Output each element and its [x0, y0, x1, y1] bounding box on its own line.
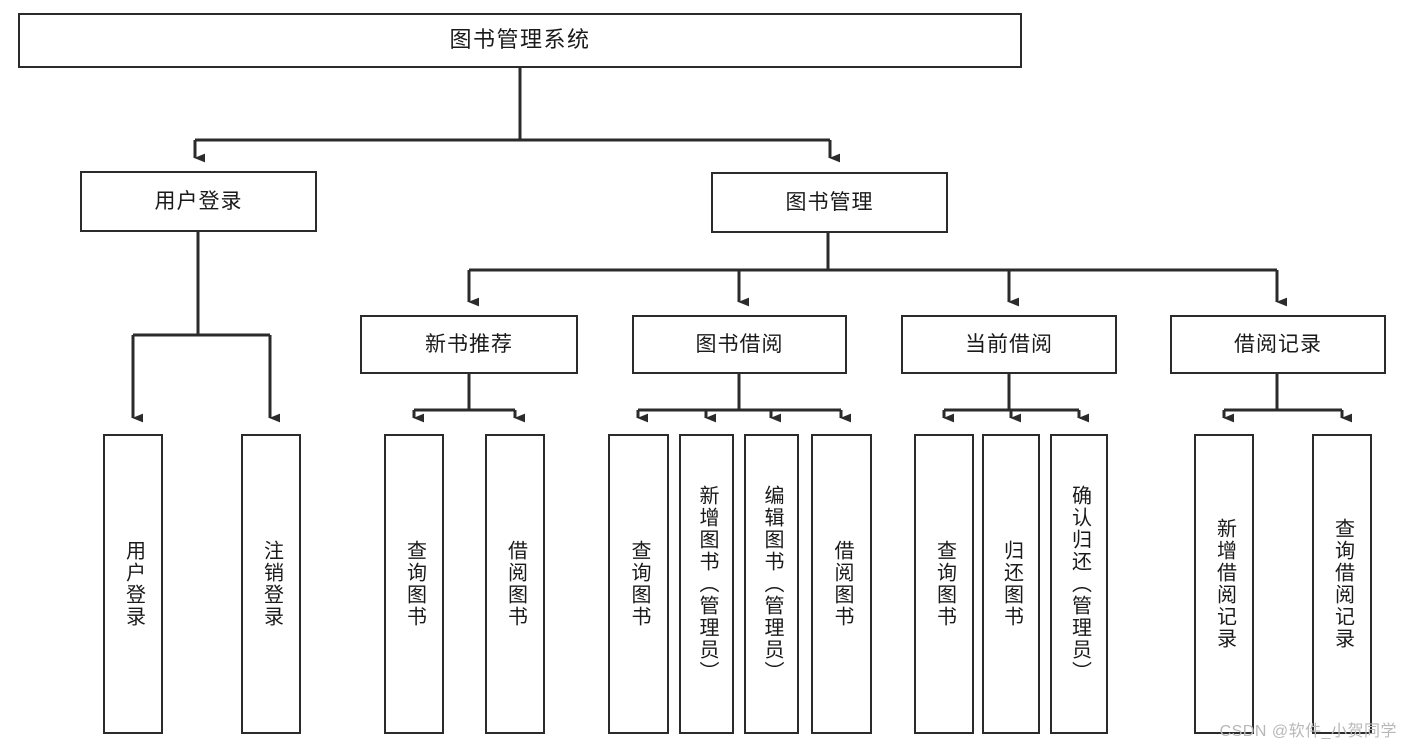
leaf-label: 编辑图书（管理员） — [761, 485, 783, 683]
node-new-book-recommend[interactable]: 新书推荐 — [360, 315, 578, 374]
leaf-query-book-borrow[interactable]: 查询图书 — [608, 434, 669, 734]
leaf-label: 注销登录 — [260, 540, 283, 628]
leaf-edit-book-admin[interactable]: 编辑图书（管理员） — [744, 434, 799, 734]
leaf-label: 借阅图书 — [831, 540, 853, 628]
node-label: 图书借阅 — [695, 332, 784, 356]
leaf-label: 归还图书 — [1000, 540, 1023, 628]
node-label: 图书管理系统 — [449, 27, 591, 53]
leaf-label: 新增借阅记录 — [1213, 518, 1236, 650]
node-borrow-records[interactable]: 借阅记录 — [1170, 315, 1386, 374]
leaf-label: 新增图书（管理员） — [696, 485, 718, 683]
node-user-login[interactable]: 用户登录 — [80, 171, 317, 232]
node-label: 用户登录 — [154, 189, 243, 213]
leaf-label: 确认归还（管理员） — [1068, 485, 1091, 683]
leaf-add-borrow-record[interactable]: 新增借阅记录 — [1194, 434, 1254, 734]
leaf-user-login[interactable]: 用户登录 — [103, 434, 163, 734]
leaf-logout[interactable]: 注销登录 — [241, 434, 301, 734]
leaf-label: 借阅图书 — [504, 540, 527, 628]
node-root-book-management-system[interactable]: 图书管理系统 — [18, 13, 1022, 68]
leaf-add-book-admin[interactable]: 新增图书（管理员） — [679, 434, 734, 734]
node-book-borrow[interactable]: 图书借阅 — [632, 315, 847, 374]
leaf-borrow-book-recommend[interactable]: 借阅图书 — [485, 434, 545, 734]
leaf-label: 查询图书 — [403, 540, 426, 628]
node-label: 新书推荐 — [425, 332, 513, 356]
node-label: 当前借阅 — [965, 332, 1053, 356]
leaf-label: 用户登录 — [122, 540, 145, 628]
leaf-label: 查询图书 — [933, 540, 956, 628]
leaf-label: 查询图书 — [628, 540, 650, 628]
leaf-query-book-current[interactable]: 查询图书 — [914, 434, 974, 734]
csdn-watermark: CSDN @软件_小贺同学 — [1219, 723, 1397, 740]
leaf-label: 查询借阅记录 — [1331, 518, 1354, 650]
node-book-management[interactable]: 图书管理 — [711, 172, 948, 233]
leaf-borrow-book[interactable]: 借阅图书 — [811, 434, 872, 734]
node-current-borrow[interactable]: 当前借阅 — [901, 315, 1117, 374]
node-label: 借阅记录 — [1234, 332, 1322, 356]
leaf-return-book[interactable]: 归还图书 — [982, 434, 1040, 734]
leaf-query-book-recommend[interactable]: 查询图书 — [384, 434, 444, 734]
node-label: 图书管理 — [785, 190, 874, 214]
leaf-confirm-return-admin[interactable]: 确认归还（管理员） — [1050, 434, 1108, 734]
leaf-query-borrow-record[interactable]: 查询借阅记录 — [1312, 434, 1372, 734]
